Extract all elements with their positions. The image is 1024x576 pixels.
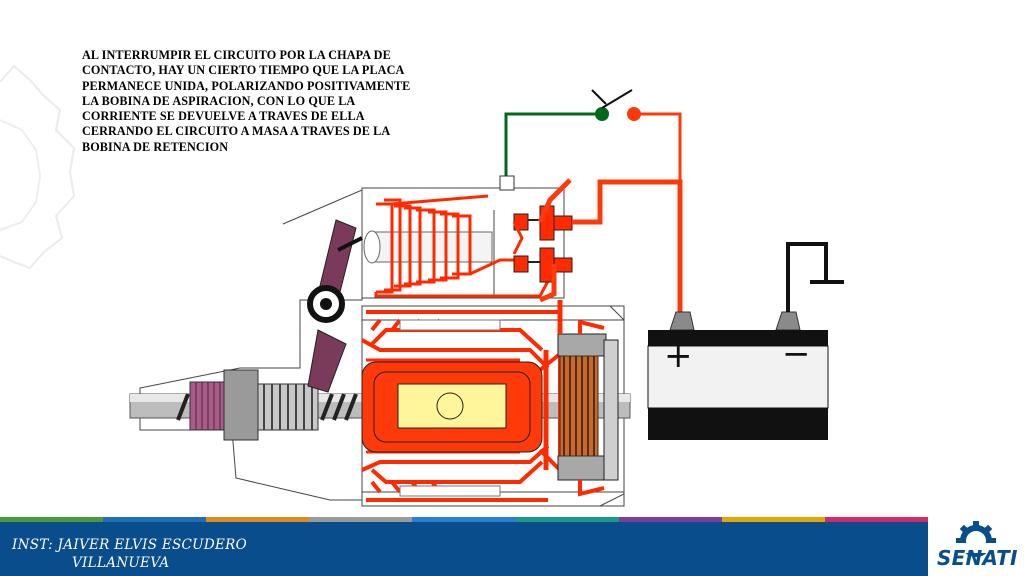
main-power-cable <box>537 178 683 318</box>
instructor-name-line2: Villanueva <box>72 555 170 571</box>
caption-line: CONTACTO, HAY UN CIERTO TIEMPO QUE LA PL… <box>82 63 405 78</box>
caption-line: LA BOBINA DE ASPIRACION, CON LO QUE LA <box>82 93 356 108</box>
caption-line: BOBINA DE RETENCION <box>82 139 229 154</box>
caption-line: PERMANECE UNIDA, POLARIZANDO POSITIVAMEN… <box>82 78 411 93</box>
gear-watermark-icon <box>0 64 76 270</box>
drive-pinion <box>189 381 225 431</box>
footer-stripe <box>824 517 928 522</box>
ignition-switch <box>499 89 682 191</box>
footer-stripe <box>103 517 207 522</box>
instructor-name-line1: Inst: Jaiver Elvis Escudero <box>12 537 247 553</box>
senati-gear-logo-icon <box>956 521 996 557</box>
solenoid-contacts <box>513 205 573 283</box>
brand-name: SENATI <box>937 546 1018 570</box>
footer-stripe <box>206 517 310 522</box>
footer-bar: Inst: Jaiver Elvis Escudero Villanueva <box>0 522 928 576</box>
footer-stripe <box>515 517 619 522</box>
footer-stripe <box>412 517 516 522</box>
footer-color-stripes <box>0 517 928 522</box>
engagement-lever <box>307 219 363 393</box>
starter-motor-diagram <box>0 64 844 507</box>
caption-line: AL INTERRUMPIR EL CIRCUITO POR LA CHAPA … <box>82 48 391 62</box>
field-core <box>361 319 543 497</box>
explanation-caption: AL INTERRUMPIR EL CIRCUITO POR LA CHAPA … <box>82 48 442 155</box>
commutator <box>543 300 619 497</box>
footer-stripe <box>309 517 413 522</box>
caption-line: CERRANDO EL CIRCUITO A MASA A TRAVES DE … <box>82 124 391 139</box>
battery <box>647 242 844 440</box>
caption-line: CORRIENTE SE DEVUELVE A TRAVES DE ELLA <box>82 109 365 124</box>
footer-stripe <box>0 517 104 522</box>
battery-negative-symbol: − <box>782 334 811 374</box>
solenoid <box>363 194 573 298</box>
footer-stripe <box>721 517 825 522</box>
footer: Inst: Jaiver Elvis Escudero Villanueva <box>0 517 1024 576</box>
battery-positive-symbol: + <box>664 336 693 376</box>
instructor-credit: Inst: Jaiver Elvis Escudero Villanueva <box>12 536 247 572</box>
footer-stripe <box>618 517 722 522</box>
